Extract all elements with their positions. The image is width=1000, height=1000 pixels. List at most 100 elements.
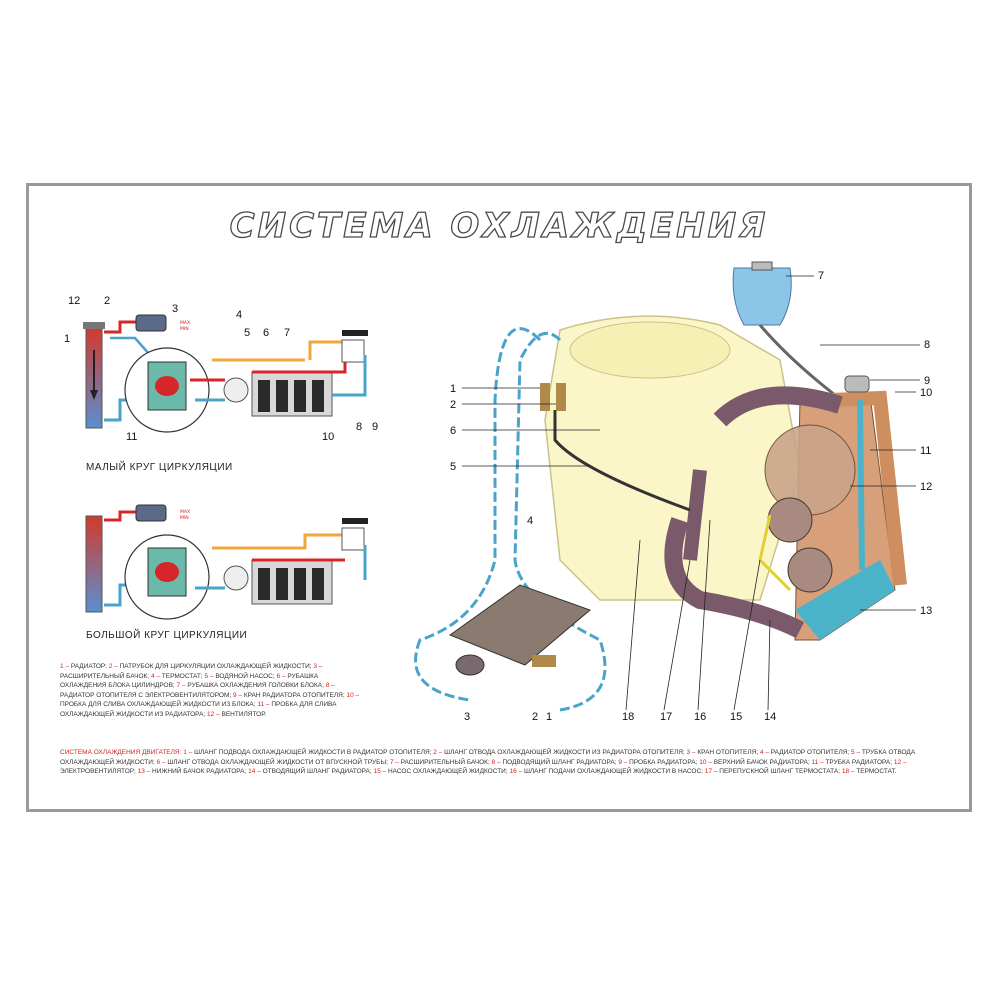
radiator-cap (844, 375, 870, 393)
legend-text: НАСОС ОХЛАЖДАЮЩЕЙ ЖИДКОСТИ; (387, 768, 510, 775)
main-label-1: 1 (450, 383, 456, 395)
legend-number: 13 – (137, 768, 153, 775)
upper-hose (713, 386, 843, 427)
heater-label-3: 3 (464, 711, 470, 723)
label-9: 9 (372, 421, 378, 433)
gauge-min-label-2: MIN (180, 515, 189, 521)
legend-text: ВЕНТИЛЯТОР. (221, 710, 267, 718)
label-2: 2 (104, 295, 110, 307)
legend-number: 6 – (156, 758, 168, 766)
heater-fan-small (342, 330, 368, 336)
legend-number: 5 – (204, 672, 216, 680)
legend-number: 6 – (276, 672, 288, 680)
legend-text: ТРУБКА ОТВОДА ОХЛАЖДАЮЩЕЙ ЖИДКОСТИ; (60, 749, 916, 766)
main-label-6: 6 (450, 425, 456, 437)
legend-number: 1 – (183, 749, 195, 756)
big-circulation-schematic: MAX MIN (85, 504, 368, 620)
legend-text: ПОДВОДЯЩИЙ ШЛАНГ РАДИАТОРА; (502, 758, 619, 766)
small-schematic-numbers: 12 2 3 4 1 5 6 7 8 9 10 11 (64, 295, 378, 443)
legend-text: РАСШИРИТЕЛЬНЫЙ БАЧОК; (400, 758, 492, 766)
legend-text: ПРОБКА ДЛЯ СЛИВА ОХЛАЖДАЮЩЕЙ ЖИДКОСТИ ИЗ… (60, 701, 258, 708)
legend-number: 2 – (108, 663, 120, 670)
main-label-13: 13 (920, 605, 932, 617)
heater-radiator (448, 584, 591, 666)
heater-supply-hose (414, 327, 542, 702)
legend-text: ШЛАНГ ОТВОДА ОХЛАЖДАЮЩЕЙ ЖИДКОСТИ ОТ ВПУ… (167, 758, 390, 766)
legend-number: 1 – (60, 663, 71, 670)
legend-text: ШЛАНГ ПОДВОДА ОХЛАЖДАЮЩЕЙ ЖИДКОСТИ В РАД… (194, 749, 434, 756)
main-label-7: 7 (818, 270, 824, 282)
label-6: 6 (263, 327, 269, 339)
legend-number: 12 – (207, 710, 222, 718)
small-legend: 1 – РАДИАТОР; 2 – ПАТРУБОК ДЛЯ ЦИРКУЛЯЦИ… (60, 662, 360, 719)
legend-text: РАДИАТОР ОТОПИТЕЛЯ; (770, 749, 852, 756)
legend-number: 9 – (618, 758, 630, 766)
legend-text: РАДИАТОР; (70, 663, 109, 670)
heater-radiator-small (341, 339, 365, 363)
lower-tank (795, 560, 895, 640)
legend-text: ВЕРХНИЙ БАЧОК РАДИАТОРА; (713, 758, 812, 766)
main-label-8: 8 (924, 339, 930, 351)
legend-number: 4 – (150, 672, 162, 680)
legend-number: 3 – (686, 749, 698, 756)
legend-number: 11 – (257, 701, 272, 708)
legend-text: РУБАШКА ОХЛАЖДЕНИЯ БЛОКА ЦИЛИНДРОВ; (60, 672, 319, 690)
poster-title: СИСТЕМА ОХЛАЖДЕНИЯ (229, 205, 769, 246)
legend-text: ПРОБКА РАДИАТОРА; (629, 758, 700, 766)
label-1: 1 (64, 333, 70, 345)
legend-text: ПРОБКА ДЛЯ СЛИВА ОХЛАЖДАЮЩЕЙ ЖИДКОСТИ ИЗ… (60, 701, 337, 718)
legend-text: ЭЛЕКТРОВЕНТИЛЯТОР; (60, 768, 138, 775)
label-10: 10 (322, 431, 334, 443)
label-4: 4 (236, 309, 242, 321)
legend-text: ТРУБКА РАДИАТОРА; (825, 758, 894, 766)
legend-number: 4 – (759, 749, 771, 756)
label-5: 5 (244, 327, 250, 339)
crank-pulley (787, 547, 833, 593)
legend-heading: СИСТЕМА ОХЛАЖДЕНИЯ ДВИГАТЕЛЯ: (60, 749, 184, 756)
legend-text: ШЛАНГ ПОДАЧИ ОХЛАЖДАЮЩЕЙ ЖИДКОСТИ В НАСО… (523, 768, 705, 775)
legend-text: ПЕРЕПУСКНОЙ ШЛАНГ ТЕРМОСТАТА; (719, 768, 842, 775)
label-7: 7 (284, 327, 290, 339)
heater-tap (455, 654, 485, 676)
main-label-2: 2 (450, 399, 456, 411)
label-3: 3 (172, 303, 178, 315)
main-label-15: 15 (730, 711, 742, 723)
legend-text: ОТВОДЯЩИЙ ШЛАНГ РАДИАТОРА; (262, 768, 374, 775)
main-label-4: 4 (527, 515, 533, 527)
legend-number: 8 – (325, 682, 335, 689)
heater-label-1: 1 (546, 711, 552, 723)
legend-number: 5 – (851, 749, 862, 756)
legend-number: 7 – (389, 758, 401, 766)
legend-text: ШЛАНГ ОТВОДА ОХЛАЖДАЮЩЕЙ ЖИДКОСТИ ИЗ РАД… (444, 749, 687, 756)
legend-text: ТЕРМОСТАТ; (161, 672, 205, 680)
legend-text: ВОДЯНОЙ НАСОС; (215, 672, 277, 680)
legend-number: 17 – (704, 768, 720, 775)
expansion-tank-icon (135, 314, 167, 332)
label-12: 12 (68, 295, 80, 307)
thermostat-valve (155, 376, 179, 396)
big-radiator (85, 515, 103, 613)
legend-number: 12 – (893, 758, 907, 766)
legend-text: КРАН ОТОПИТЕЛЯ; (697, 749, 760, 756)
main-label-18: 18 (622, 711, 634, 723)
main-label-17: 17 (660, 711, 672, 723)
legend-text: РАСШИРИТЕЛЬНЫЙ БАЧОК; (60, 672, 151, 680)
label-11: 11 (126, 431, 137, 443)
big-circuit-caption: БОЛЬШОЙ КРУГ ЦИРКУЛЯЦИИ (86, 630, 248, 641)
legend-number: 2 – (433, 749, 445, 756)
small-circuit-caption: МАЛЫЙ КРУГ ЦИРКУЛЯЦИИ (86, 462, 233, 473)
legend-number: 8 – (491, 758, 503, 766)
big-legend: СИСТЕМА ОХЛАЖДЕНИЯ ДВИГАТЕЛЯ: 1 – ШЛАНГ … (60, 748, 940, 777)
legend-number: 11 – (811, 758, 826, 766)
main-label-11: 11 (920, 445, 931, 457)
main-label-16: 16 (694, 711, 706, 723)
label-8: 8 (356, 421, 362, 433)
legend-number: 10 – (346, 691, 360, 699)
main-labels: 1 2 6 5 4 7 8 9 10 11 12 13 14 15 16 17 … (450, 270, 932, 723)
gauge-max-label: MAX (180, 320, 190, 326)
small-radiator-cap (83, 322, 105, 329)
gauge-min-label: MIN (180, 326, 189, 332)
legend-number: 14 – (248, 768, 263, 775)
legend-number: 7 – (176, 682, 188, 689)
legend-number: 16 – (509, 768, 524, 775)
